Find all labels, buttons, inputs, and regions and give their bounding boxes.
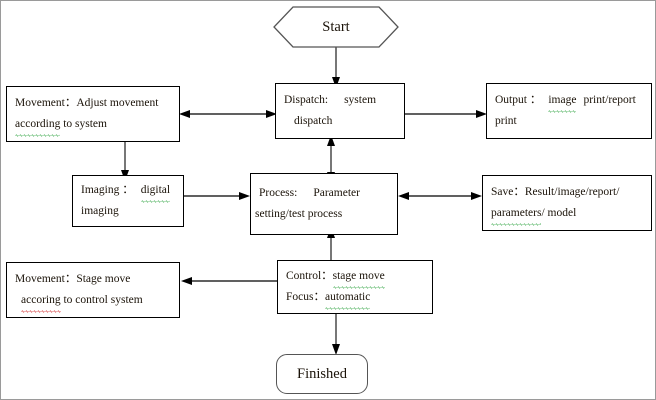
spellcheck-word-stage-move: stage move <box>332 266 385 290</box>
node-dispatch-line2: dispatch <box>294 115 333 127</box>
node-process[interactable]: Process:Parameter setting/test process <box>250 173 398 235</box>
node-dispatch-line1: Dispatch:system <box>284 93 377 106</box>
spellcheck-word-image: image <box>548 90 577 114</box>
edge-control-to-finished <box>331 313 341 355</box>
spellcheck-word-accoring: accoring <box>21 290 61 314</box>
node-start[interactable]: Start <box>273 6 399 48</box>
node-dispatch[interactable]: Dispatch:system dispatch <box>275 83 405 139</box>
edge-control-to-movement-stage <box>181 276 277 286</box>
node-movement-stage[interactable]: Movement：Stage move accoring to control … <box>6 262 180 318</box>
node-imaging-line1: Imaging ：digital <box>73 180 183 204</box>
node-process-line1: Process:Parameter <box>259 186 360 199</box>
node-save-line2: parameters/ model <box>483 203 651 227</box>
node-save[interactable]: Save：Result/image/report/ parameters/ mo… <box>482 175 652 231</box>
spellcheck-word-parameters: parameters <box>491 203 542 227</box>
node-movement-adjust-line1: Movement：Adjust movement <box>15 96 159 109</box>
node-finished[interactable]: Finished <box>276 354 368 394</box>
node-control-line1: Control：stage move <box>278 266 432 290</box>
edge-process-save <box>398 191 482 201</box>
node-finished-label: Finished <box>297 365 347 382</box>
edge-imaging-to-process <box>184 191 250 201</box>
node-movement-stage-line2: accoring to control system <box>7 290 179 314</box>
node-control[interactable]: Control：stage move Focus：automatic <box>277 260 433 314</box>
node-imaging-line2: imaging <box>81 205 119 217</box>
edge-dispatch-to-output <box>405 109 487 119</box>
edge-start-to-dispatch <box>331 46 341 88</box>
spellcheck-word-digital: digital <box>140 180 171 204</box>
node-process-line2: setting/test process <box>255 208 343 220</box>
node-start-label: Start <box>322 18 350 35</box>
node-movement-adjust-line2: according to system <box>7 114 179 138</box>
edge-movement-adjust-dispatch <box>179 109 277 119</box>
spellcheck-word-automatic: automatic <box>324 287 371 311</box>
node-movement-adjust[interactable]: Movement：Adjust movement according to sy… <box>6 86 180 142</box>
node-save-line1: Save：Result/image/report/ <box>491 185 620 198</box>
spellcheck-word-according: according <box>15 114 61 138</box>
node-movement-stage-line1: Movement：Stage move <box>15 272 131 285</box>
node-control-line2: Focus：automatic <box>278 287 432 311</box>
node-imaging[interactable]: Imaging ：digital imaging <box>72 175 184 227</box>
node-output-line2: print <box>495 115 517 127</box>
